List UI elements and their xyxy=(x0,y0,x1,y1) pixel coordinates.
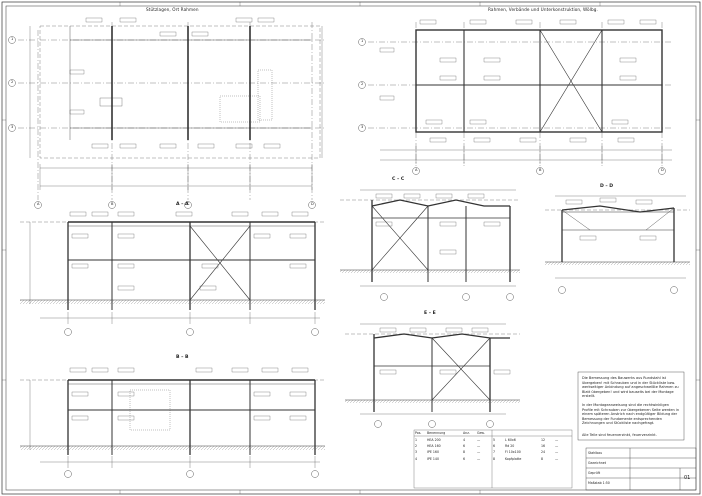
section-dd xyxy=(545,195,690,279)
table-cell: 16 xyxy=(541,444,546,449)
table-cell: 7 xyxy=(493,450,496,455)
plan-top-left-labels xyxy=(69,17,281,149)
table-cell: 3 xyxy=(415,450,418,455)
title-top-left: Stützlagen, Ort Rahmen xyxy=(146,7,199,12)
table-cell: 2 xyxy=(415,444,418,449)
table-cell: — xyxy=(477,450,481,455)
table-cell: 4 xyxy=(415,456,418,461)
section-label-dd: D – D xyxy=(600,184,614,189)
parts-table-frame xyxy=(413,429,573,489)
section-label-ee: E – E xyxy=(424,311,436,316)
table-cell: IPE 140 xyxy=(427,456,439,461)
table-cell: HEA 160 xyxy=(427,444,441,449)
table-cell: 8 xyxy=(541,456,544,461)
section-ee-labels xyxy=(379,327,511,375)
frame-top-right-labels xyxy=(379,19,657,143)
table-cell: — xyxy=(555,438,559,442)
table-cell: HEA 200 xyxy=(427,438,441,442)
table-cell: 5 xyxy=(493,438,496,442)
section-bb-labels xyxy=(69,367,309,421)
axis-label: A xyxy=(37,202,40,206)
axis-label: 2 xyxy=(361,82,364,86)
table-cell: — xyxy=(477,456,481,461)
table-cell: — xyxy=(555,450,559,455)
table-header: Pos. xyxy=(415,431,422,435)
table-cell: — xyxy=(477,444,481,449)
table-cell: L 60x6 xyxy=(505,438,516,442)
section-cc-labels xyxy=(375,193,501,255)
section-ee xyxy=(345,323,520,415)
table-cell: 8 xyxy=(493,456,496,461)
note-paragraph-3: Alle Teile sind feuerverzinkt, feuerverz… xyxy=(582,433,657,437)
title-top-right: Rahmen, Verbände und Unterkonstruktion, … xyxy=(488,7,598,12)
table-cell: 12 xyxy=(541,438,546,442)
section-label-cc: C – C xyxy=(392,177,405,182)
axis-label: 1 xyxy=(361,39,364,43)
section-bb xyxy=(20,379,325,468)
table-cell: — xyxy=(555,444,559,449)
titleblock-row: Gezeichnet xyxy=(588,461,606,465)
section-aa-labels xyxy=(69,211,309,291)
titleblock-row: Geprüft xyxy=(588,471,601,475)
axis-label: B xyxy=(539,168,542,172)
axis-label: C xyxy=(187,202,190,206)
axis-label: B xyxy=(111,202,114,206)
section-label-bb: B – B xyxy=(176,355,189,360)
axis-label: 1 xyxy=(11,37,14,41)
section-aa xyxy=(20,221,325,324)
section-label-aa: A – A xyxy=(176,202,189,207)
table-cell: 6 xyxy=(463,444,466,449)
note-paragraph-2: In der Montageanweisung sind die rechtwi… xyxy=(582,403,680,426)
table-cell: 6 xyxy=(463,456,466,461)
titleblock-frame xyxy=(585,447,697,491)
table-header: Anz. xyxy=(463,431,470,435)
section-dd-labels xyxy=(565,197,657,241)
frame-top-right xyxy=(368,22,672,166)
axis-label: 3 xyxy=(361,125,364,129)
axis-label: A xyxy=(415,168,418,172)
table-cell: IPE 160 xyxy=(427,450,439,455)
titleblock-row: Maßstab 1:50 xyxy=(588,481,610,485)
drawing-number: 01 xyxy=(684,475,691,481)
table-header: Benennung xyxy=(427,431,446,435)
table-cell: 24 xyxy=(541,450,546,455)
table-cell: Fl 10x100 xyxy=(505,450,521,455)
axis-label: 3 xyxy=(11,125,14,129)
note-paragraph-1: Die Bemessung des Bauwerks aus Rundstahl… xyxy=(582,376,679,399)
table-header: Gew. xyxy=(477,431,485,435)
axis-bubbles xyxy=(8,36,678,478)
table-cell: Rd 20 xyxy=(505,444,515,449)
titleblock-row: Stahlbau xyxy=(588,451,603,455)
table-cell: 1 xyxy=(415,438,418,442)
table-cell: 8 xyxy=(463,450,466,455)
axis-label: D xyxy=(661,168,664,172)
table-cell: 6 xyxy=(493,444,496,449)
axis-label: D xyxy=(311,202,314,206)
table-cell: Kopfplatte xyxy=(505,456,522,461)
axis-label: 2 xyxy=(11,80,14,84)
table-cell: — xyxy=(477,438,481,442)
notes-frame xyxy=(577,371,685,441)
section-cc xyxy=(340,189,520,287)
table-cell: — xyxy=(555,456,559,461)
plan-top-left xyxy=(18,22,325,200)
table-cell: 4 xyxy=(463,438,466,442)
